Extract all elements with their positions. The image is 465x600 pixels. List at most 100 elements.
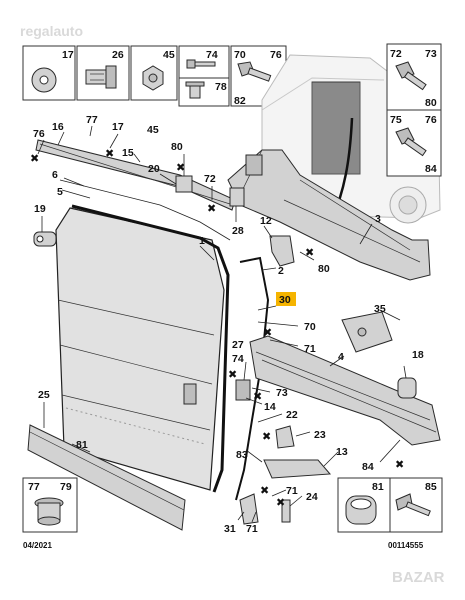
component-23: [275, 425, 295, 449]
svg-text:73: 73: [425, 48, 437, 60]
callout-labels: 76 16 77 17 45 15 80 20 6 72 5 19 28 12 …: [33, 114, 424, 535]
svg-text:71: 71: [246, 523, 258, 535]
box-45: 45: [130, 45, 178, 101]
svg-text:✖: ✖: [262, 430, 271, 443]
svg-text:✖: ✖: [176, 161, 185, 174]
svg-text:71: 71: [286, 485, 298, 497]
box-75-76-84: 75 76 84: [386, 109, 442, 177]
svg-text:3: 3: [375, 213, 381, 225]
svg-text:45: 45: [147, 124, 159, 136]
svg-text:19: 19: [34, 203, 46, 215]
plug-icon: [34, 497, 64, 526]
component-12: [269, 235, 295, 267]
watermark-bottom-right: BAZAR: [392, 569, 445, 586]
svg-text:72: 72: [390, 48, 402, 60]
component-19: [33, 231, 57, 247]
svg-text:5: 5: [57, 186, 63, 198]
svg-text:80: 80: [425, 97, 437, 109]
svg-text:23: 23: [314, 429, 326, 441]
component-18: [397, 377, 417, 399]
component-74-lower: [235, 379, 251, 401]
door-seal: [71, 204, 230, 493]
svg-text:✖: ✖: [305, 246, 314, 259]
box-85: 85: [389, 477, 443, 533]
svg-text:75: 75: [390, 114, 402, 126]
footer-ref: 00114555: [388, 541, 424, 550]
footer-date: 04/2021: [23, 541, 52, 550]
svg-text:76: 76: [270, 49, 282, 61]
box-72-73-80: 72 73 80: [386, 43, 442, 111]
svg-text:71: 71: [304, 343, 316, 355]
svg-text:77: 77: [86, 114, 98, 126]
washer-icon: [31, 67, 57, 93]
moulding-strip: [27, 424, 186, 531]
highlight-30[interactable]: 30: [276, 292, 296, 306]
svg-text:83: 83: [236, 449, 248, 461]
component-35: [341, 311, 393, 353]
svg-text:85: 85: [425, 481, 437, 493]
screw-icon: [395, 127, 427, 157]
svg-text:20: 20: [148, 163, 160, 175]
box-26: 26: [76, 45, 130, 101]
svg-text:72: 72: [204, 173, 216, 185]
lower-rail: [249, 335, 441, 446]
svg-text:✖: ✖: [260, 484, 269, 497]
svg-text:16: 16: [52, 121, 64, 133]
upper-track-rail: [35, 139, 236, 211]
svg-text:✖: ✖: [30, 152, 39, 165]
svg-text:14: 14: [264, 401, 276, 413]
svg-text:4: 4: [338, 351, 344, 363]
svg-text:73: 73: [276, 387, 288, 399]
fastener-markers: ✖ ✖ ✖ ✖ ✖ ✖ ✖ ✖ ✖ ✖ ✖ ✖: [30, 147, 404, 509]
svg-text:✖: ✖: [228, 368, 237, 381]
rivet-icon: [395, 493, 431, 517]
svg-text:1: 1: [199, 235, 205, 247]
watermark-top-left: regalauto: [20, 23, 83, 39]
svg-text:17: 17: [62, 49, 74, 61]
svg-text:15: 15: [122, 147, 134, 159]
component-24: [281, 499, 291, 523]
svg-text:✖: ✖: [105, 147, 114, 160]
vehicle-sketch: [261, 54, 441, 226]
svg-text:81: 81: [76, 439, 88, 451]
svg-text:80: 80: [171, 141, 183, 153]
svg-text:76: 76: [425, 114, 437, 126]
svg-text:31: 31: [224, 523, 236, 535]
svg-text:13: 13: [336, 446, 348, 458]
svg-text:18: 18: [412, 349, 424, 361]
clip-icon: [85, 65, 117, 89]
svg-text:12: 12: [260, 215, 272, 227]
box-77-79: 77 79: [22, 477, 78, 533]
box-17: 17: [22, 45, 76, 101]
svg-text:74: 74: [232, 353, 244, 365]
component-28: [229, 187, 245, 207]
svg-text:79: 79: [60, 481, 72, 493]
svg-text:✖: ✖: [253, 390, 262, 403]
component-13: [263, 459, 332, 479]
center-rail: [227, 149, 431, 281]
svg-text:81: 81: [372, 481, 384, 493]
svg-text:24: 24: [306, 491, 318, 503]
svg-text:22: 22: [286, 409, 298, 421]
pin-icon: [185, 81, 205, 99]
svg-text:✖: ✖: [263, 326, 272, 339]
svg-text:74: 74: [206, 49, 218, 61]
svg-text:✖: ✖: [207, 202, 216, 215]
sliding-door-panel: [55, 207, 225, 491]
svg-text:30: 30: [279, 294, 291, 306]
nut-icon: [142, 65, 164, 91]
svg-text:84: 84: [362, 461, 374, 473]
svg-text:76: 76: [33, 128, 45, 140]
component-20: [175, 175, 193, 193]
svg-text:77: 77: [28, 481, 40, 493]
svg-text:35: 35: [374, 303, 386, 315]
screw-icon: [395, 61, 427, 91]
svg-text:70: 70: [304, 321, 316, 333]
svg-text:84: 84: [425, 163, 437, 175]
svg-text:✖: ✖: [395, 458, 404, 471]
svg-text:2: 2: [278, 265, 284, 277]
svg-text:45: 45: [163, 49, 175, 61]
svg-text:78: 78: [215, 81, 227, 93]
component-31: [239, 493, 259, 525]
svg-text:✖: ✖: [276, 496, 285, 509]
